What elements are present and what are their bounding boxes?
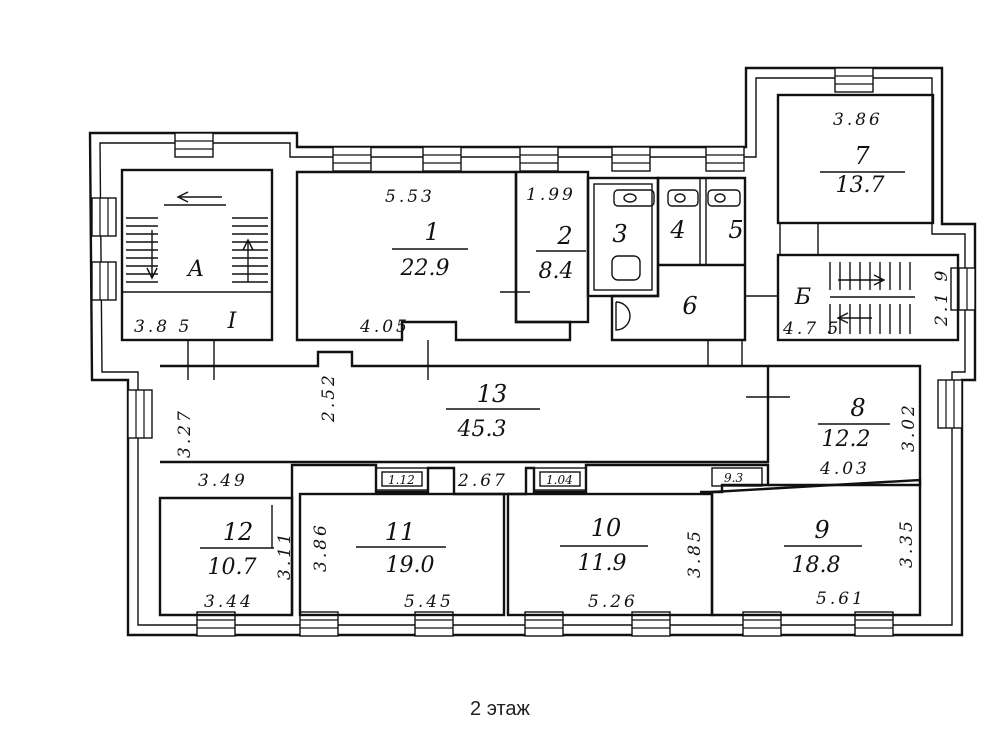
niche-3-label: 9.3 (724, 471, 743, 485)
room-9-number: 9 (814, 516, 829, 544)
room-12: 12 10.7 3.11 3.44 (158, 496, 295, 617)
room-8-area: 12.2 (822, 427, 871, 452)
stair-b-label: Б (794, 285, 811, 310)
basin-icon (615, 301, 631, 331)
room-3-number: 3 (612, 220, 627, 248)
room-7-area: 13.7 (836, 173, 885, 198)
room-12-dim-side: 3.11 (275, 530, 295, 580)
room-8-number: 8 (850, 394, 865, 422)
stair-b: Б 4.7 5 2.1 9 (776, 253, 960, 342)
room-9-dim-bottom: 5.61 (816, 589, 866, 609)
window (950, 267, 976, 311)
wc-block: 3 4 5 6 (586, 176, 747, 342)
room-13: 13 45.3 3.27 2.52 3.49 2.67 (160, 350, 790, 491)
room-7-number: 7 (854, 142, 870, 170)
window (91, 197, 117, 237)
stair-b-dim: 4.7 5 (782, 319, 841, 339)
window (937, 379, 963, 429)
room-1-number: 1 (424, 218, 439, 246)
toilet-icon (707, 189, 741, 207)
room-10: 10 11.9 3.85 5.26 (506, 492, 714, 617)
room-13-dim-mid: 2.52 (319, 372, 339, 423)
room-1-dim-top: 5.53 (385, 187, 435, 207)
stair-a-steps (126, 204, 268, 283)
window (834, 67, 874, 93)
niche-2-label: 1.04 (546, 473, 573, 487)
window (127, 389, 153, 439)
room-11-number: 11 (385, 518, 416, 546)
room-8-dim-side: 3.02 (899, 402, 919, 452)
room-12-number: 12 (223, 518, 254, 546)
room-2-number: 2 (556, 222, 572, 250)
window (705, 146, 745, 172)
room-9-dim-side: 3.35 (897, 518, 917, 568)
stair-b-steps (829, 262, 915, 334)
room-5-number: 5 (728, 216, 743, 244)
window (519, 146, 559, 172)
room-2-area: 8.4 (539, 259, 574, 284)
stair-b-arrows (836, 274, 886, 324)
room-1-area: 22.9 (400, 256, 450, 281)
stair-a: А 3.8 5 I (120, 168, 274, 342)
windows (91, 67, 976, 637)
room-10-number: 10 (591, 514, 622, 542)
stair-b-side-dim: 2.1 9 (932, 268, 952, 327)
room-12-area: 10.7 (208, 555, 257, 580)
floor-caption: 2 этаж (470, 698, 530, 720)
window (611, 146, 651, 172)
stair-a-arrows (146, 191, 254, 282)
room-6-number: 6 (682, 292, 697, 320)
room-13-dim-bottom-left: 3.49 (198, 471, 248, 491)
sink-icon (611, 255, 641, 281)
room-13-dim-bottom-mid: 2.67 (457, 471, 508, 491)
stair-a-dim: 3.8 5 (134, 317, 192, 337)
room-2: 2 8.4 1.99 (514, 170, 590, 324)
room-11: 11 19.0 3.86 5.45 (290, 463, 770, 617)
door-marks (187, 223, 819, 380)
room-8: 8 12.2 3.02 4.03 (768, 364, 922, 487)
window (174, 132, 214, 158)
room-9: 9 18.8 3.35 5.61 (710, 478, 922, 617)
room-8-dim-bottom: 4.03 (819, 459, 870, 479)
room-13-area: 45.3 (457, 417, 507, 442)
room-10-area: 11.9 (578, 551, 627, 576)
toilet-icon (613, 189, 655, 207)
room-10-dim-bottom: 5.26 (588, 592, 638, 612)
room-12-dim-bottom: 3.44 (204, 592, 254, 612)
room-1-dim-bottom: 4.05 (359, 317, 410, 337)
stair-a-roman: I (227, 309, 238, 334)
niche-1-label: 1.12 (388, 473, 415, 487)
toilet-icon (667, 189, 699, 207)
room-7: 7 13.7 3.86 (776, 93, 935, 225)
room-13-number: 13 (477, 380, 508, 408)
niches: 1.12 1.04 9.3 (375, 467, 763, 491)
stair-a-label: А (186, 257, 205, 282)
room-10-dim-side: 3.85 (685, 528, 705, 578)
room-2-dim-top: 1.99 (526, 185, 576, 205)
room-9-area: 18.8 (792, 553, 841, 578)
room-11-dim-bottom: 5.45 (404, 592, 454, 612)
room-4-number: 4 (669, 216, 685, 244)
room-11-area: 19.0 (386, 553, 435, 578)
room-11-dim-side: 3.86 (311, 522, 331, 572)
room-7-dim-top: 3.86 (833, 110, 883, 130)
window (91, 261, 117, 301)
window (332, 146, 372, 172)
window (422, 146, 462, 172)
room-13-dim-left: 3.27 (175, 408, 195, 458)
